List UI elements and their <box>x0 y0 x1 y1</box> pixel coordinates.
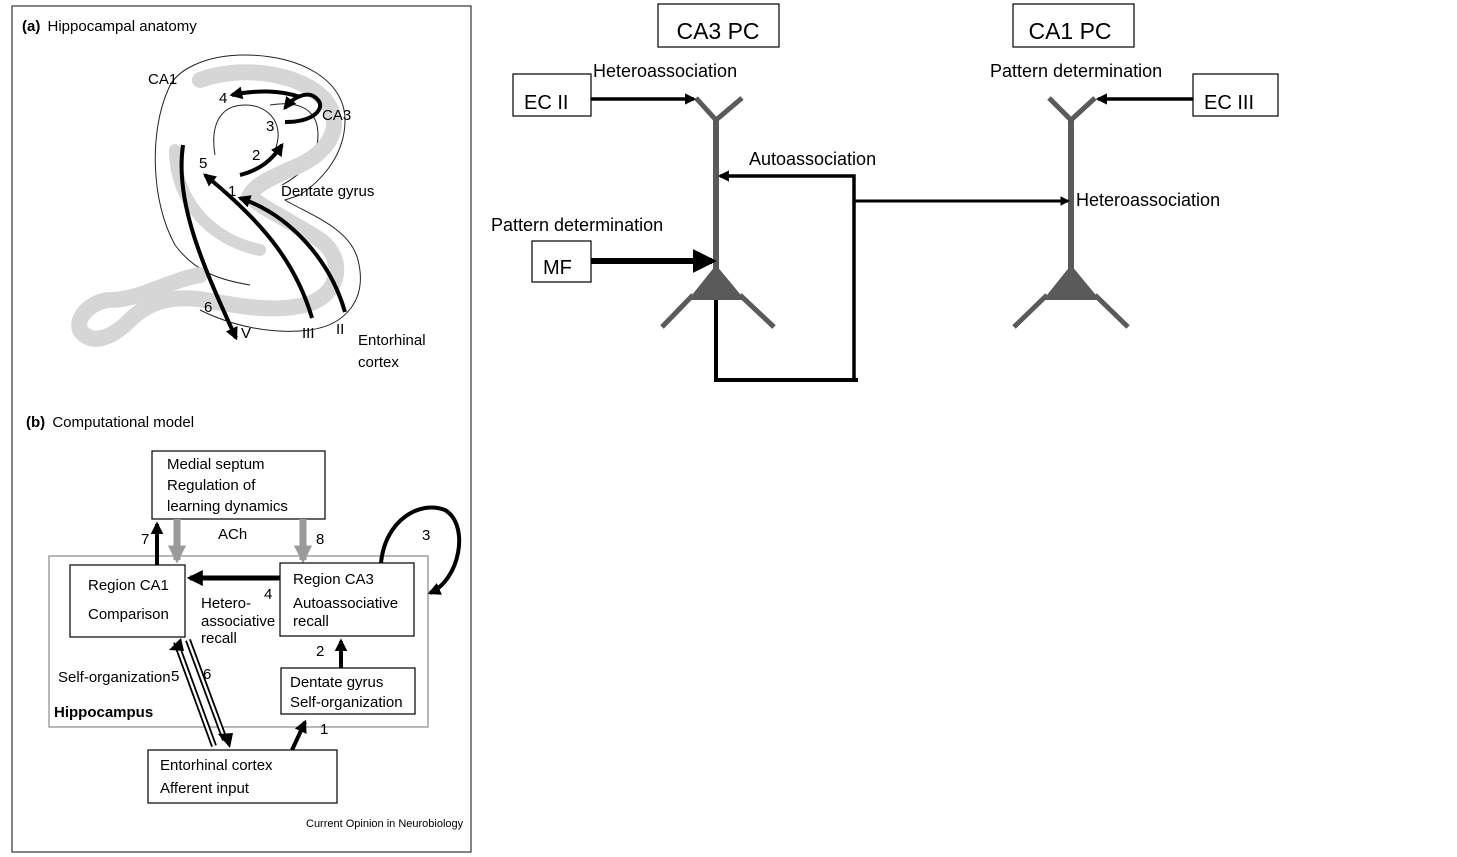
pathway-number-2: 2 <box>252 147 260 164</box>
septum-line-1: Medial septum <box>167 456 265 473</box>
pathway-number-3: 3 <box>266 118 274 135</box>
ec-iii-box <box>1192 73 1279 117</box>
self-organization-label: Self-organization <box>58 669 171 686</box>
ca1-pc-label: CA1 PC <box>1028 18 1111 44</box>
ca3-pyramidal-neuron <box>660 96 776 329</box>
arrow-6-inner <box>186 639 227 741</box>
ca3-line-1: Region CA3 <box>293 571 374 588</box>
label-layer-iii: III <box>302 325 315 342</box>
pathway-number-6: 6 <box>204 299 212 316</box>
dg-line-2: Self-organization <box>290 694 403 711</box>
ca1-line-1: Region CA1 <box>88 577 169 594</box>
pattern-determination-right-label: Pattern determination <box>990 61 1162 81</box>
medial-septum-box <box>151 450 326 520</box>
pathway-arrow-1 <box>237 195 347 313</box>
hetero-line-1: Hetero- <box>201 595 251 612</box>
dentate-outline <box>213 104 279 156</box>
septum-line-3: learning dynamics <box>167 498 288 515</box>
septum-line-2: Regulation of <box>167 477 256 494</box>
label-layer-ii: II <box>336 321 344 338</box>
hippocampus-label: Hippocampus <box>54 704 153 721</box>
dg-line-1: Dentate gyrus <box>290 674 383 691</box>
label-cortex: cortex <box>358 354 399 371</box>
recurrent-loop-bottom <box>714 300 858 382</box>
label-layer-v: V <box>241 325 251 342</box>
model-number-1: 1 <box>320 721 328 738</box>
label-entorhinal: Entorhinal <box>358 332 426 349</box>
recurrent-loop-return <box>717 170 856 380</box>
pathway-number-1: 1 <box>228 183 236 200</box>
model-number-5: 5 <box>171 668 179 685</box>
pathway-arrow-4 <box>229 86 301 100</box>
dentate-gyrus-box <box>280 667 416 715</box>
arrow-5-head <box>169 638 184 651</box>
entorhinal-cortex-box <box>147 749 338 804</box>
label-ca3: CA3 <box>322 107 351 124</box>
arrow-5-inner <box>174 641 216 747</box>
model-number-6: 6 <box>203 666 211 683</box>
label-dentate-gyrus: Dentate gyrus <box>281 183 374 200</box>
model-number-7: 7 <box>141 531 149 548</box>
region-ca3-box <box>279 562 415 637</box>
hetero-line-3: recall <box>201 630 237 647</box>
arrow-3-recurrent-loop <box>379 505 462 595</box>
hetero-line-2: associative <box>201 613 275 630</box>
pathway-arrow-2 <box>239 142 284 177</box>
hippocampus-outline <box>167 54 361 332</box>
ec-ii-box <box>512 73 592 117</box>
credit-label: Current Opinion in Neurobiology <box>306 818 464 830</box>
hippocampus-outline-left <box>154 89 251 286</box>
ca3-line-2: Autoassociative <box>293 595 398 612</box>
hippocampus-region-box <box>48 555 429 728</box>
pathway-arrow-3 <box>283 92 323 124</box>
model-title: (b) Computational model <box>26 414 194 431</box>
ec-iii-label: EC III <box>1204 92 1254 114</box>
mf-box <box>531 240 592 283</box>
pathway-arrow-5 <box>203 173 314 319</box>
ach-label: ACh <box>218 526 247 543</box>
arrow-1-ec-to-dg <box>290 719 307 751</box>
ca1-pc-box <box>1012 3 1135 48</box>
ca3-line-3: recall <box>293 613 329 630</box>
heteroassociation-mid-label: Heteroassociation <box>1076 190 1220 210</box>
cell-layer-band-inner <box>169 144 266 256</box>
ec-line-1: Entorhinal cortex <box>160 757 273 774</box>
ca3-pc-box <box>657 3 780 48</box>
arrow-6-head <box>218 733 233 748</box>
ec-ii-label: EC II <box>524 92 568 114</box>
ca1-pyramidal-neuron <box>1012 96 1130 329</box>
model-number-2: 2 <box>316 643 324 660</box>
mf-label: MF <box>543 257 572 279</box>
model-number-4: 4 <box>264 586 272 603</box>
heteroassociation-top-label: Heteroassociation <box>593 61 737 81</box>
model-number-3: 3 <box>422 527 430 544</box>
model-number-8: 8 <box>316 531 324 548</box>
cell-layer-band <box>71 64 345 347</box>
anatomy-title: (a) Hippocampal anatomy <box>22 18 197 35</box>
region-ca1-box <box>69 564 186 638</box>
pathway-arrow-6 <box>179 144 238 341</box>
ca3-pc-label: CA3 PC <box>676 18 759 44</box>
ec-line-2: Afferent input <box>160 780 250 797</box>
left-panel-frame <box>11 5 472 853</box>
pathway-number-4: 4 <box>219 90 227 107</box>
ca1-line-2: Comparison <box>88 606 169 623</box>
label-ca1: CA1 <box>148 71 177 88</box>
pathway-number-5: 5 <box>199 155 207 172</box>
pattern-determination-left-label: Pattern determination <box>491 215 663 235</box>
autoassociation-label: Autoassociation <box>749 149 876 169</box>
